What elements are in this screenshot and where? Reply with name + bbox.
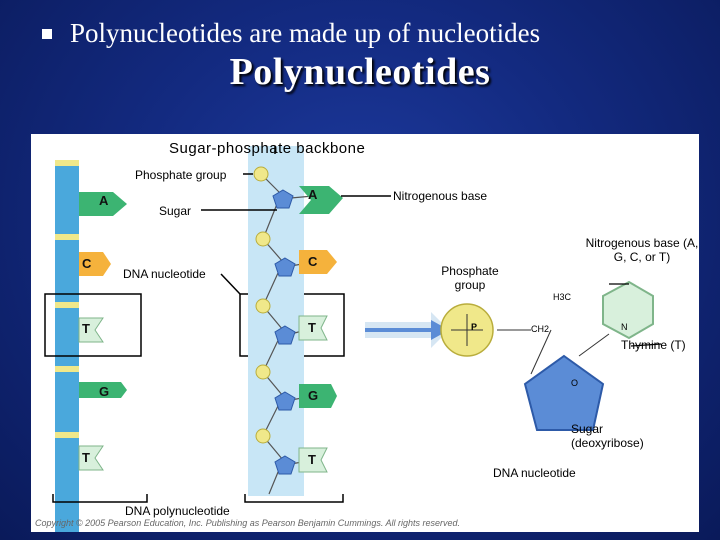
base-tab-c (79, 252, 111, 276)
phosphates (253, 166, 271, 444)
right-phosphate-label: Phosphate group (441, 264, 499, 292)
diagram-graphics (44, 146, 662, 532)
chem-n: N (621, 322, 628, 332)
phosphate-circle (253, 166, 269, 182)
backbone-label: Sugar-phosphate backbone (169, 140, 366, 157)
base-shape-t (298, 447, 328, 473)
base-shape-t (298, 315, 328, 341)
left-base-letter: C (82, 256, 92, 271)
backbone-base-letter: T (308, 320, 316, 335)
phosphate-circle (255, 298, 271, 314)
backbone-base-letter: C (308, 254, 318, 269)
bullet-text: Polynucleotides are made up of nucleotid… (70, 18, 541, 48)
left-base-letter: G (99, 384, 110, 399)
right-base-label: Nitrogenous base (A, G, C, or T) (585, 236, 699, 264)
leader-lines (52, 146, 391, 503)
right-sugar (497, 329, 610, 431)
phosphate-group-label: Phosphate group (135, 168, 227, 182)
backbone-base-letter: G (308, 388, 319, 403)
chem-o: O (571, 378, 579, 388)
sugar-pentagon (274, 455, 296, 475)
base-tab-a (79, 192, 127, 216)
base-shape-c (299, 250, 337, 274)
sugar-pentagon (274, 391, 296, 411)
left-strand-band (55, 302, 79, 308)
right-leaders (609, 283, 662, 347)
polynucleotide-label: DNA polynucleotide (125, 504, 230, 518)
slide-title: Polynucleotides (229, 51, 491, 93)
backbone-bases (298, 186, 343, 473)
nucleotide-box-left (44, 293, 142, 357)
left-base-letter: T (82, 321, 90, 336)
sugar-pentagon (272, 189, 294, 209)
phosphate-circle (255, 231, 271, 247)
thymine-label: Thymine (T) (621, 338, 686, 352)
figure-panel: Sugar-phosphate backbone Phosphate group… (31, 134, 699, 532)
sugars (272, 189, 296, 475)
left-base-letter: A (99, 193, 109, 208)
sugar-label: Sugar (159, 204, 192, 218)
copyright-text: Copyright © 2005 Pearson Education, Inc.… (35, 518, 461, 528)
bullet-marker (42, 29, 52, 39)
backbone-base-letter: A (308, 187, 318, 202)
left-strand-band (55, 432, 79, 438)
left-strand (55, 160, 127, 532)
base-shape-a (299, 186, 343, 214)
dna-nucleotide-label: DNA nucleotide (123, 267, 206, 281)
chem-p: P (471, 322, 478, 332)
sugar-pentagon (274, 257, 296, 277)
chem-ch2: CH2 (531, 324, 550, 334)
left-strand-bar (55, 160, 79, 532)
left-strand-band (55, 366, 79, 372)
left-strand-band (55, 160, 79, 166)
left-base-letter: T (82, 450, 90, 465)
zoom-arrow (365, 312, 449, 348)
phosphate-circle (255, 428, 271, 444)
base-tab-t (78, 317, 104, 343)
sugar-deoxy-label: Sugar (deoxyribose) (571, 422, 644, 450)
base-tab-t (78, 445, 104, 471)
right-phosphate (440, 303, 494, 357)
left-strand-band (55, 234, 79, 240)
phosphate-circle (255, 364, 271, 380)
nitrogenous-base-label: Nitrogenous base (393, 189, 488, 203)
base-shape-g (299, 384, 337, 408)
base-tab-g (79, 382, 127, 398)
sugar-pentagon (274, 325, 296, 345)
right-nucleotide-label: DNA nucleotide (493, 466, 576, 480)
right-base (602, 280, 654, 340)
chem-ch3: H3C (553, 292, 572, 302)
backbone-base-letter: T (308, 452, 316, 467)
